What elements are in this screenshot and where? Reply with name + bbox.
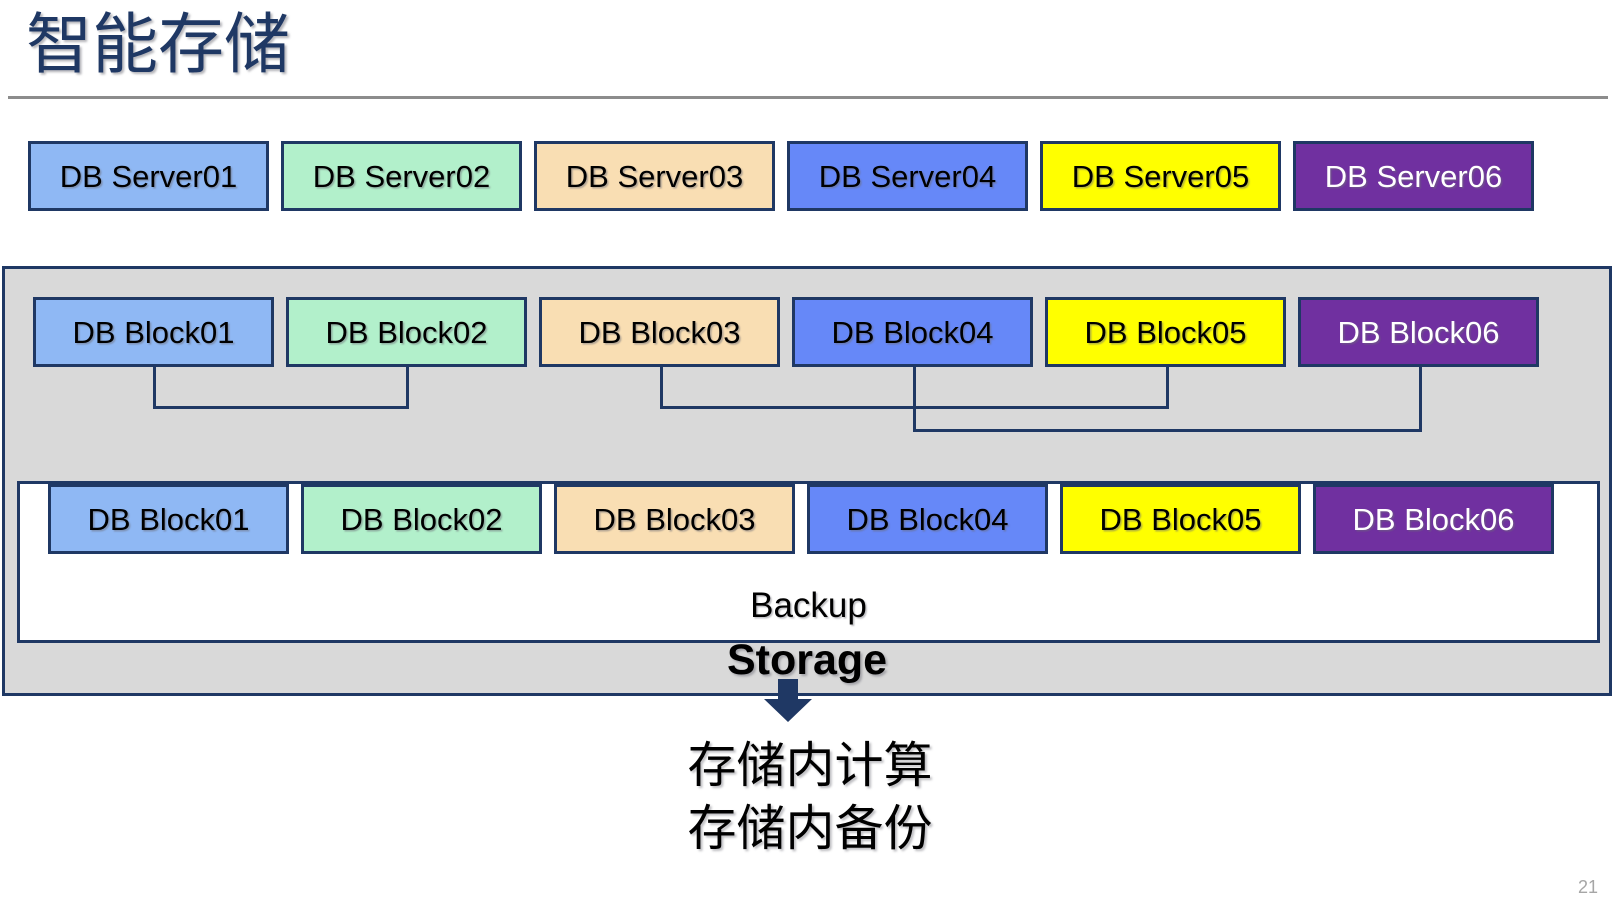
db-server-box-3[interactable]: DB Server03 [534,141,775,211]
page-number: 21 [1577,877,1598,897]
slide-caption: 存储内计算存储内备份 [0,735,1620,861]
backup-label: Backup [750,586,867,625]
db-block-primary-1[interactable]: DB Block01 [33,297,274,367]
db-server-box-1[interactable]: DB Server01 [28,141,269,211]
connector-block04-block06-left-leg [913,367,916,432]
db-block-primary-5[interactable]: DB Block05 [1045,297,1286,367]
connector-block04-block06-crossbar [913,429,1422,432]
db-block-backup-1[interactable]: DB Block01 [48,484,289,554]
page-title: 智能存储 [26,7,290,81]
db-block-primary-3[interactable]: DB Block03 [539,297,780,367]
db-block-backup-4[interactable]: DB Block04 [807,484,1048,554]
connector-block03-block05-right-leg [1166,367,1169,409]
down-arrow-icon [762,679,814,723]
connector-block03-block05-left-leg [660,367,663,409]
storage-label: Storage [726,636,888,684]
db-server-box-6[interactable]: DB Server06 [1293,141,1534,211]
connector-block01-block02-right-leg [406,367,409,409]
caption-line-2: 存储内备份 [687,802,933,856]
db-block-backup-2[interactable]: DB Block02 [301,484,542,554]
db-block-primary-6[interactable]: DB Block06 [1298,297,1539,367]
db-block-backup-5[interactable]: DB Block05 [1060,484,1301,554]
caption-line-1: 存储内计算 [687,739,933,793]
db-server-box-5[interactable]: DB Server05 [1040,141,1281,211]
db-block-primary-2[interactable]: DB Block02 [286,297,527,367]
title-divider [8,96,1608,99]
db-server-box-2[interactable]: DB Server02 [281,141,522,211]
db-server-box-4[interactable]: DB Server04 [787,141,1028,211]
db-block-primary-4[interactable]: DB Block04 [792,297,1033,367]
db-block-backup-3[interactable]: DB Block03 [554,484,795,554]
connector-block01-block02-crossbar [153,406,409,409]
connector-block04-block06-right-leg [1419,367,1422,432]
db-block-backup-6[interactable]: DB Block06 [1313,484,1554,554]
connector-block01-block02-left-leg [153,367,156,409]
